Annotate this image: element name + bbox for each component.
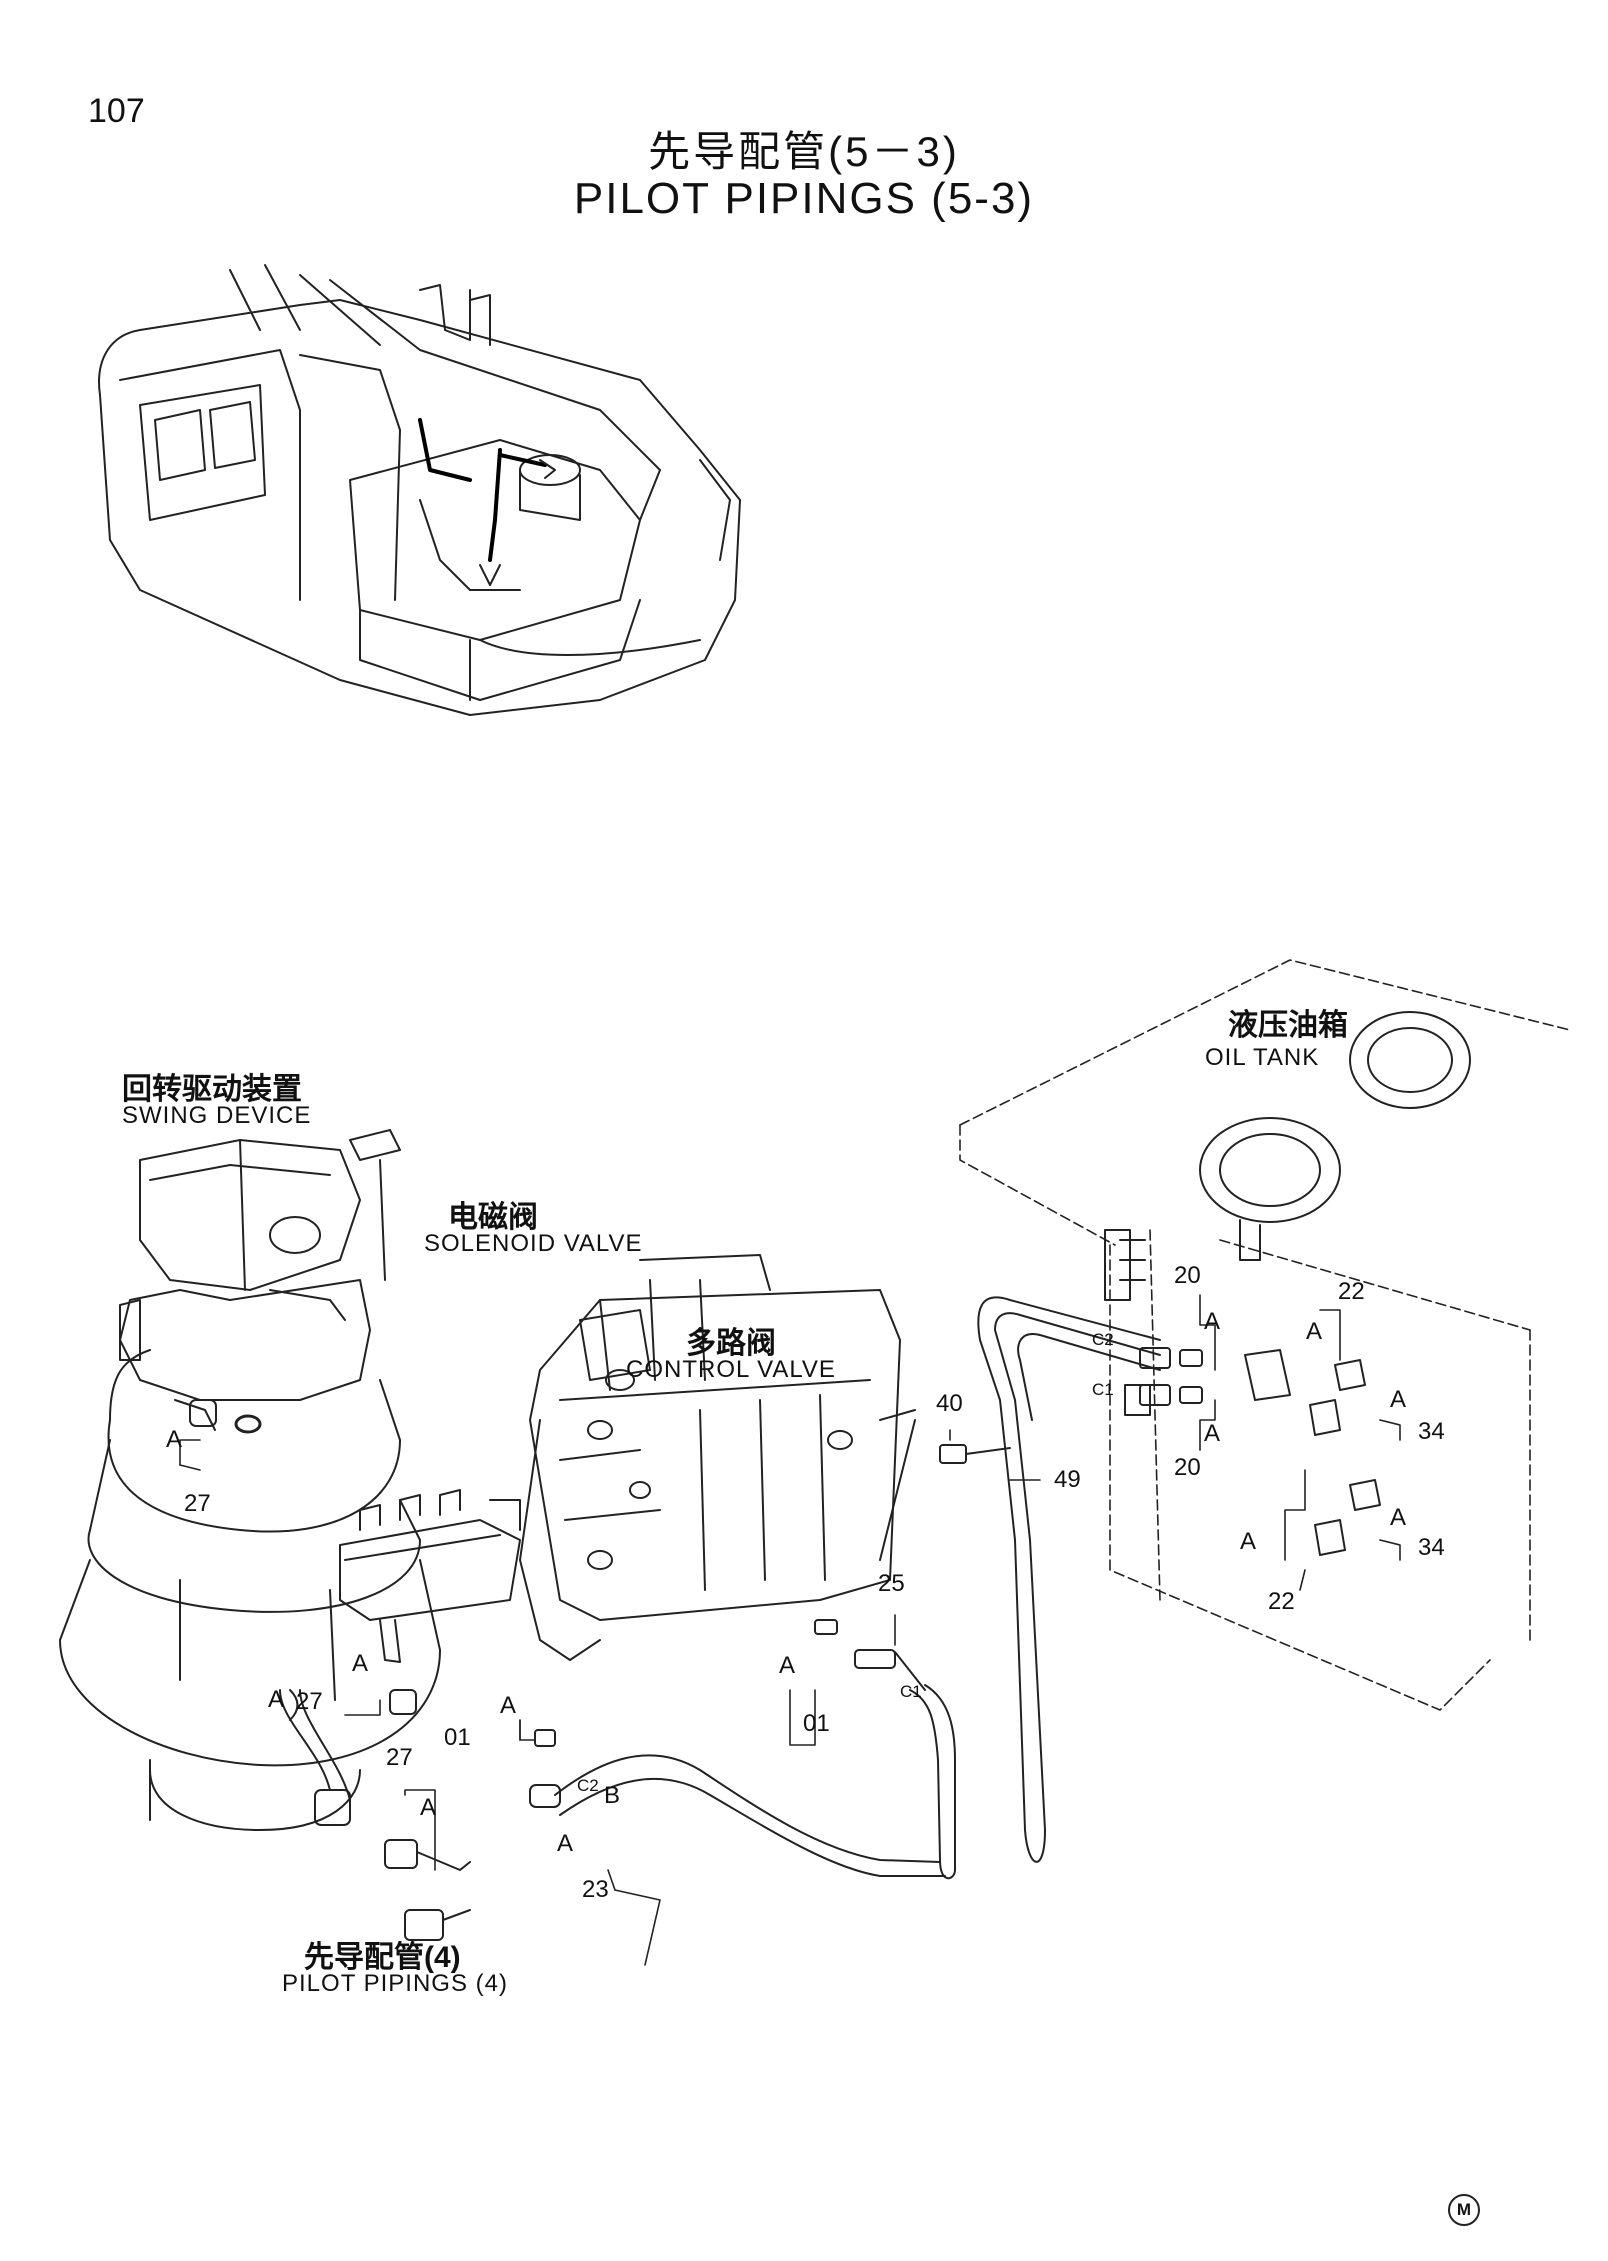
port-c2-label: C2 xyxy=(1092,1330,1114,1349)
callout-part-40: 40 xyxy=(936,1390,963,1417)
footer-circled-mark: M xyxy=(1448,2194,1480,2226)
callout-part-22: 22 xyxy=(1268,1588,1295,1615)
callout-part-01: 01 xyxy=(444,1724,471,1751)
connection-letter-a: A xyxy=(1390,1504,1407,1531)
oil-tank-label-cn: 液压油箱 xyxy=(1228,1009,1348,1042)
connection-letter-a: A xyxy=(500,1692,517,1719)
connection-letter-b: B xyxy=(604,1782,621,1809)
swing-device-label-cn: 回转驱动装置 xyxy=(122,1073,302,1106)
oil-tank-flanges xyxy=(1104,1011,1471,1416)
swing-device-illustration xyxy=(59,1129,441,1831)
hoses xyxy=(554,1296,1161,1880)
solenoid-valve-illustration xyxy=(339,1489,521,1663)
oil-tank-illustration xyxy=(959,959,1571,1711)
connection-letter-a: A xyxy=(420,1794,437,1821)
port-c1-label: C1 xyxy=(1092,1380,1114,1399)
control-valve-label-en: CONTROL VALVE xyxy=(626,1356,836,1383)
callout-part-20: 20 xyxy=(1174,1262,1201,1289)
connection-letter-a: A xyxy=(1390,1386,1407,1413)
port-c1-hose-label: C1 xyxy=(900,1682,922,1701)
callout-part-27: 27 xyxy=(386,1744,413,1771)
callout-part-20: 20 xyxy=(1174,1454,1201,1481)
oil-tank-label-en: OIL TANK xyxy=(1205,1044,1320,1071)
swing-device-label-en: SWING DEVICE xyxy=(122,1102,312,1129)
port-c2-hose-label: C2 xyxy=(577,1776,599,1795)
callout-part-34: 34 xyxy=(1418,1418,1445,1445)
connection-letter-a: A xyxy=(1204,1308,1221,1335)
connection-letter-a: A xyxy=(1306,1318,1323,1345)
connection-letter-a: A xyxy=(268,1686,285,1713)
page-number: 107 xyxy=(88,92,145,130)
leader-lines xyxy=(179,1294,1401,1966)
callout-part-34: 34 xyxy=(1418,1534,1445,1561)
connection-letter-a: A xyxy=(352,1650,369,1677)
connection-letter-a: A xyxy=(166,1426,183,1453)
fittings xyxy=(384,1347,1381,1941)
callout-part-23: 23 xyxy=(582,1876,609,1903)
callout-part-01: 01 xyxy=(803,1710,830,1737)
connection-letter-a: A xyxy=(779,1652,796,1679)
connection-letter-a: A xyxy=(1204,1420,1221,1447)
page-title-english: PILOT PIPINGS (5-3) xyxy=(573,174,1035,223)
solenoid-valve-label-en: SOLENOID VALVE xyxy=(424,1230,643,1257)
connection-letter-a: A xyxy=(1240,1528,1257,1555)
callout-part-22: 22 xyxy=(1338,1278,1365,1305)
control-valve-illustration xyxy=(519,1254,916,1661)
callout-part-27: 27 xyxy=(184,1490,211,1517)
callout-part-49: 49 xyxy=(1054,1466,1081,1493)
callout-part-27: 27 xyxy=(296,1688,323,1715)
excavator-overview-illustration xyxy=(98,264,741,716)
connection-letter-a: A xyxy=(557,1830,574,1857)
solenoid-valve-label-cn: 电磁阀 xyxy=(448,1201,538,1234)
callout-part-25: 25 xyxy=(878,1570,905,1597)
page-title-chinese: 先导配管(5－3) xyxy=(648,128,960,175)
pilot-pipings-4-label-en: PILOT PIPINGS (4) xyxy=(282,1970,508,1997)
pilot-pipings-4-label-cn: 先导配管(4) xyxy=(304,1941,461,1974)
control-valve-label-cn: 多路阀 xyxy=(686,1327,776,1360)
